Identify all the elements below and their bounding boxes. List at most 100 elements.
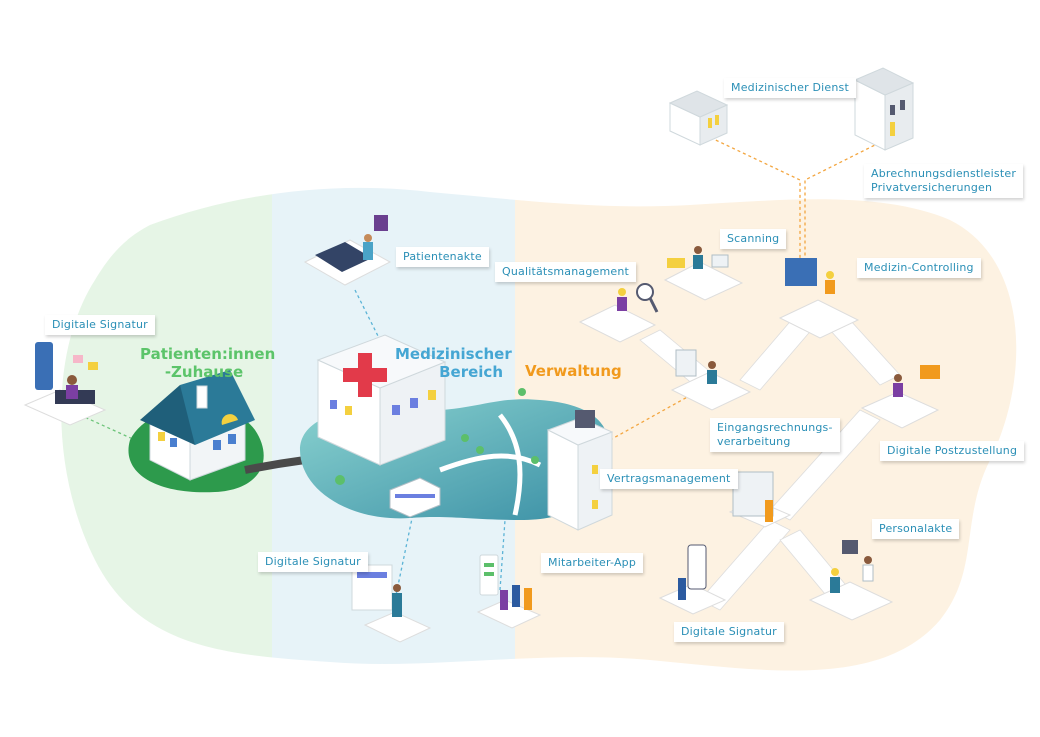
desk-controlling: [778, 258, 860, 339]
zone-title-medical-line1: Medizinischer: [395, 345, 512, 363]
house-window: [228, 434, 236, 444]
link-home-signatur: [79, 414, 136, 441]
link-patientenakte: [354, 289, 391, 361]
abrechnung-building: [853, 67, 915, 151]
zone-title-admin: Verwaltung: [525, 362, 622, 380]
house-chimney: [196, 385, 208, 409]
worker-head: [831, 568, 839, 576]
platform: [23, 389, 107, 426]
bed: [315, 242, 372, 272]
tablet-screen: [687, 544, 707, 590]
house-window: [213, 440, 221, 450]
worker-head: [618, 288, 626, 296]
worker-body: [707, 370, 717, 384]
platform: [778, 299, 860, 339]
zone-title-home-line1: Patienten:innen: [140, 345, 276, 363]
label-abrechnung-line2: Privatversicherungen: [871, 181, 993, 194]
person-head: [393, 584, 401, 592]
house-window: [170, 438, 177, 447]
label-eingangsrechnungsverarbeitung: Eingangsrechnungs- verarbeitung: [710, 418, 840, 452]
platform: [363, 611, 432, 643]
house-window: [158, 432, 165, 441]
label-abrechnung-line1: Abrechnungsdienstleister: [871, 167, 1017, 180]
worker-body: [830, 577, 840, 593]
hospital-window: [410, 398, 418, 408]
meddienst-building: [668, 90, 729, 146]
mail-envelope-icon: [920, 365, 940, 379]
tree: [518, 388, 526, 396]
road: [244, 456, 306, 474]
building-window: [708, 118, 712, 128]
building-window: [890, 122, 895, 136]
worker-body: [893, 383, 903, 397]
person-body: [500, 590, 508, 610]
label-digitale-signatur-admin: Digitale Signatur: [674, 622, 784, 642]
hospital-window: [392, 405, 400, 415]
zone-title-medical-line2: Bereich: [439, 363, 503, 381]
board-content: [357, 572, 387, 578]
patientenakte-station: [303, 215, 392, 286]
nurse-body: [363, 242, 373, 260]
medical-island: [300, 334, 614, 531]
hospital-window: [330, 400, 337, 409]
record-screen: [374, 215, 388, 231]
worker-head: [694, 246, 702, 254]
med-signature-station: [351, 564, 432, 643]
link-verwaltung-eingang: [609, 389, 701, 441]
dashboard-screen: [785, 258, 817, 286]
building-window: [592, 465, 598, 474]
building-screen: [575, 410, 595, 428]
hospital-cross-h: [343, 368, 387, 382]
app-item: [484, 563, 494, 567]
desk-scanning: [663, 246, 744, 301]
hospital-window: [345, 406, 352, 415]
home-island: [128, 370, 306, 493]
note-card: [73, 355, 83, 363]
house-arch-window: [221, 414, 238, 425]
folder-icon: [842, 540, 858, 554]
building-window: [890, 105, 895, 115]
zone-title-home-line2: -Zuhause: [164, 363, 244, 381]
desk-eingang: [670, 349, 752, 411]
island-road: [439, 453, 542, 473]
building-roof: [668, 90, 729, 118]
worker-head: [894, 374, 902, 382]
worker-body: [825, 280, 835, 294]
zone-title-medical: Medizinischer Bereich: [395, 345, 512, 381]
building-window: [900, 100, 905, 110]
app-item: [484, 572, 494, 576]
desk-vertrag: [728, 471, 792, 528]
zone-title-admin-line1: Verwaltung: [525, 362, 622, 380]
worker-body: [693, 255, 703, 269]
person-body: [66, 385, 78, 399]
label-vertragsmanagement: Vertragsmanagement: [600, 469, 738, 489]
label-digitale-postzustellung: Digitale Postzustellung: [880, 441, 1025, 461]
scanner: [667, 258, 685, 268]
person-body: [512, 585, 520, 607]
building-window: [715, 115, 719, 125]
tablet-screen: [35, 342, 53, 390]
tree: [531, 456, 539, 464]
platform: [860, 391, 940, 429]
person-body: [678, 578, 686, 600]
nurse-head: [364, 234, 372, 242]
desk-personal: [808, 540, 894, 621]
platform: [476, 599, 542, 629]
label-mitarbeiter-app: Mitarbeiter-App: [541, 553, 644, 573]
building-roof: [853, 67, 915, 96]
magnifier-icon: [636, 283, 654, 301]
platform: [670, 371, 752, 411]
label-personalakte: Personalakte: [872, 519, 960, 539]
person-body: [765, 500, 773, 522]
note-card: [88, 362, 98, 370]
label-qualitaetsmanagement: Qualitätsmanagement: [495, 262, 637, 282]
label-abrechnung: Abrechnungsdienstleister Privatversicher…: [864, 164, 1024, 198]
label-digitale-signatur-med: Digitale Signatur: [258, 552, 368, 572]
label-eingang-line2: verarbeitung: [717, 435, 791, 448]
tree: [335, 475, 345, 485]
worker-head: [708, 361, 716, 369]
magnifier-handle: [648, 297, 659, 313]
monitor: [711, 254, 729, 268]
label-eingang-line1: Eingangsrechnungs-: [717, 421, 833, 434]
